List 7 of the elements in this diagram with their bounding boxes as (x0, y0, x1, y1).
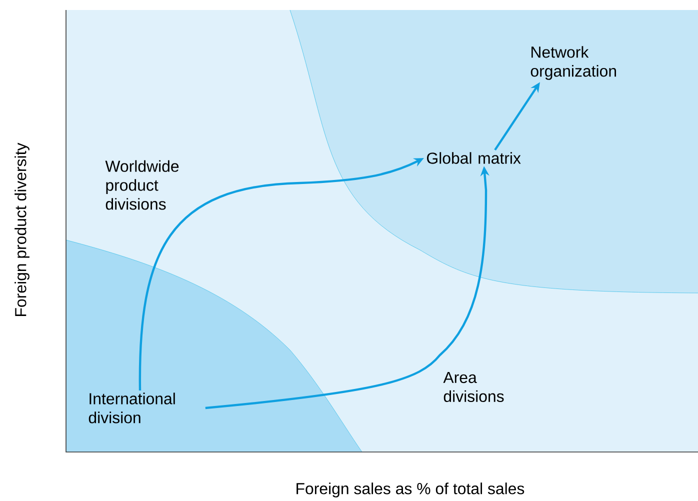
node-label: Global matrix (427, 152, 521, 164)
axis-label: Foreign product diversity (14, 142, 30, 316)
node-label: Network organization (530, 46, 616, 80)
node-label: International division (88, 392, 175, 424)
region-label: Worldwide product divisions (105, 160, 179, 210)
axis-label: Foreign sales as % of total sales (296, 482, 524, 498)
region-label: Area divisions (443, 372, 504, 402)
